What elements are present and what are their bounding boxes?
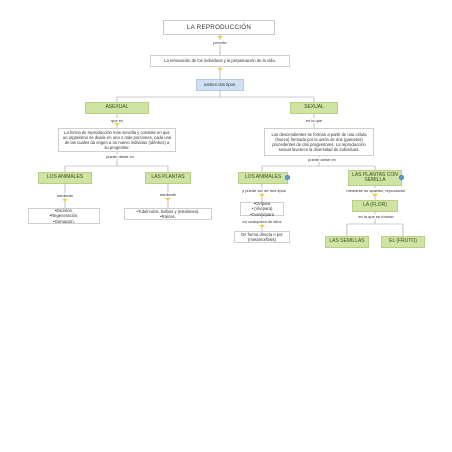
node-sexual: SEXUAL — [290, 102, 338, 114]
node-sexual-animals-list: •Ovípara • (Vivípara) •Ovovivípara — [240, 201, 284, 217]
link-mediante-plants: mediante — [159, 192, 177, 197]
link-puede-darse-sexual: puede darse en — [307, 157, 337, 162]
node-sexual-animals: LOS ANIMALES — [238, 172, 288, 184]
node-development: De forma directa o por (metamorfosis) — [234, 231, 290, 243]
node-definition: La renovación de los individuos y la per… — [150, 55, 290, 67]
connector-triangle-icon — [165, 198, 171, 201]
node-seeds: LAS SEMILLAS — [325, 236, 369, 248]
node-sexual-plants: LAS PLANTAS CON SEMILLA — [348, 170, 402, 186]
link-que-es: que es — [110, 118, 124, 123]
node-asexual: ASEXUAL — [85, 102, 149, 114]
node-flower: LA (FLOR) — [352, 200, 398, 212]
link-permite: permite — [212, 40, 228, 45]
connector-triangle-icon — [259, 225, 265, 228]
node-title: LA REPRODUCCIÓN — [163, 20, 275, 35]
link-puede-darse-asexual: puede darse en — [105, 154, 135, 159]
node-asexual-animals: LOS ANIMALES — [38, 172, 92, 184]
link-en-la-que: en la que — [305, 118, 323, 123]
connector-triangle-icon — [372, 194, 378, 197]
node-types: existen dos tipos. — [196, 79, 244, 91]
info-icon — [399, 175, 404, 180]
connector-triangle-icon — [217, 68, 223, 71]
connector-triangle-icon — [114, 123, 120, 126]
node-asexual-description: La forma de reproducción más sencilla y … — [58, 128, 176, 152]
connector-triangle-icon — [259, 194, 265, 197]
info-icon — [285, 175, 290, 180]
node-asexual-plants-list: •Tubérculos, bulbos y (estolones). •Raíc… — [124, 208, 212, 220]
link-en-cualquiera: en cualquiera de ellos — [242, 219, 282, 224]
node-asexual-plants: LAS PLANTAS — [145, 172, 191, 184]
node-fruit: EL (FRUTO) — [381, 236, 425, 248]
link-puede-ser: y puede ser de tres tipos — [241, 188, 287, 193]
link-mediante-animals: mediante — [56, 193, 74, 198]
node-asexual-animals-list: •Escisión. •Regeneración. •Gemación. — [28, 208, 100, 224]
connector-triangle-icon — [217, 36, 223, 39]
node-sexual-description: Los descendientes se forman a partir de … — [264, 128, 374, 156]
link-en-la-que-forman: en la que se forman — [357, 214, 395, 219]
link-mediante-aparato: mediante su aparato, reproductor — [345, 188, 407, 193]
connector-triangle-icon — [62, 199, 68, 202]
